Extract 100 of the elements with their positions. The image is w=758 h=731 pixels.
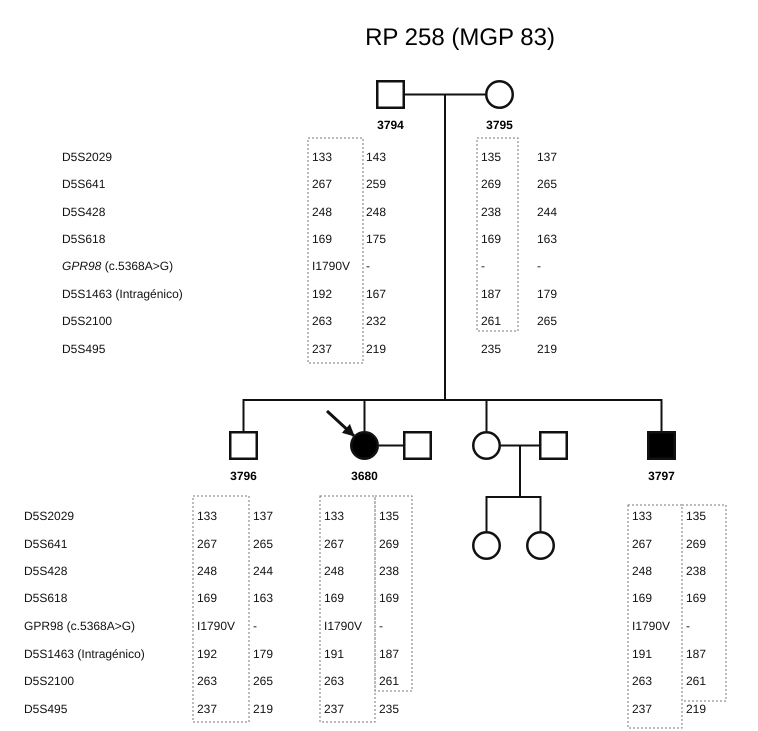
allele-value: 175: [366, 231, 386, 247]
allele-value: 169: [481, 231, 502, 247]
marker-name: D5S1463 (Intragénico): [62, 286, 183, 302]
marker-name: D5S2029: [62, 149, 112, 165]
marker-name: D5S428: [24, 563, 68, 579]
allele-value: 237: [197, 701, 218, 717]
pedigree-line: [405, 94, 485, 96]
allele-value: 269: [686, 536, 706, 552]
allele-value: 169: [379, 590, 400, 606]
allele-value: 187: [686, 646, 706, 662]
allele-value: 237: [632, 701, 652, 717]
allele-value: I1790V: [312, 258, 350, 274]
allele-value: -: [481, 258, 485, 274]
marker-name: GPR98 (c.5368A>G): [62, 258, 174, 274]
marker-name: D5S1463 (Intragénico): [24, 646, 145, 662]
allele-value: 248: [632, 563, 652, 579]
allele-value: 135: [686, 508, 706, 524]
allele-value: 248: [197, 563, 218, 579]
marker-name: D5S618: [62, 231, 106, 247]
allele-value: -: [253, 618, 257, 634]
allele-value: I1790V: [324, 618, 362, 634]
allele-value: 232: [366, 313, 386, 329]
marker-name: D5S2100: [24, 673, 74, 689]
allele-value: 235: [379, 701, 400, 717]
allele-value: -: [686, 618, 690, 634]
marker-name: D5S495: [24, 701, 68, 717]
title: RP 258 (MGP 83): [364, 24, 556, 52]
allele-value: 261: [379, 673, 400, 689]
allele-value: 133: [324, 508, 344, 524]
allele-value: 263: [324, 673, 344, 689]
allele-value: 192: [312, 286, 332, 302]
allele-value: 219: [537, 341, 558, 357]
marker-name: D5S2100: [62, 313, 112, 329]
marker-name: GPR98 (c.5368A>G): [24, 618, 136, 634]
arrow: [326, 410, 355, 437]
allele-value: 135: [481, 149, 502, 165]
allele-value: 219: [366, 341, 386, 357]
allele-value: 137: [537, 149, 558, 165]
allele-value: 244: [253, 563, 274, 579]
male-symbol: [376, 80, 405, 109]
allele-value: 248: [324, 563, 344, 579]
allele-value: 163: [537, 231, 558, 247]
allele-value: 261: [481, 313, 502, 329]
allele-value: 263: [312, 313, 332, 329]
allele-value: I1790V: [632, 618, 670, 634]
male-symbol: [539, 431, 568, 460]
allele-value: 238: [481, 204, 502, 220]
allele-value: 169: [197, 590, 218, 606]
allele-value: 265: [253, 673, 274, 689]
allele-value: 267: [197, 536, 218, 552]
allele-value: 187: [379, 646, 400, 662]
individual-id: 3795: [486, 118, 513, 132]
allele-value: 237: [312, 341, 332, 357]
allele-value: 263: [197, 673, 218, 689]
allele-value: 191: [632, 646, 652, 662]
allele-value: 244: [537, 204, 558, 220]
individual-id: 3680: [351, 469, 378, 483]
pedigree-line: [501, 444, 539, 446]
allele-value: 135: [379, 508, 400, 524]
allele-value: 179: [537, 286, 558, 302]
allele-value: 169: [312, 231, 332, 247]
allele-value: 133: [632, 508, 652, 524]
marker-name: D5S618: [24, 590, 68, 606]
allele-value: 163: [253, 590, 274, 606]
female-symbol: [485, 80, 514, 109]
allele-value: -: [366, 258, 370, 274]
allele-value: 191: [324, 646, 344, 662]
female-symbol: [472, 531, 501, 560]
marker-name: D5S641: [24, 536, 68, 552]
allele-value: 263: [632, 673, 652, 689]
allele-value: 192: [197, 646, 218, 662]
allele-value: 238: [686, 563, 706, 579]
allele-value: 179: [253, 646, 274, 662]
affected-male-symbol: [647, 431, 676, 460]
individual-id: 3796: [230, 469, 257, 483]
allele-value: 133: [197, 508, 218, 524]
allele-value: I1790V: [197, 618, 236, 634]
allele-value: 133: [312, 149, 332, 165]
marker-name: D5S495: [62, 341, 106, 357]
allele-value: 269: [481, 176, 502, 192]
allele-value: 248: [312, 204, 332, 220]
allele-value: 169: [632, 590, 652, 606]
allele-value: 219: [686, 701, 706, 717]
individual-id: 3797: [648, 469, 675, 483]
marker-name: D5S428: [62, 204, 106, 220]
marker-name: D5S2029: [24, 508, 74, 524]
individual-id: 3794: [377, 118, 404, 132]
allele-value: 267: [312, 176, 332, 192]
allele-value: 269: [379, 536, 400, 552]
allele-value: 265: [537, 176, 558, 192]
pedigree-line: [519, 446, 542, 531]
allele-value: 267: [324, 536, 344, 552]
female-symbol: [472, 431, 501, 460]
pedigree-line: [379, 444, 403, 446]
allele-value: 259: [366, 176, 386, 192]
female-symbol: [526, 531, 555, 560]
allele-value: 237: [324, 701, 344, 717]
allele-value: 235: [481, 341, 502, 357]
allele-value: 265: [253, 536, 274, 552]
allele-value: -: [379, 618, 383, 634]
